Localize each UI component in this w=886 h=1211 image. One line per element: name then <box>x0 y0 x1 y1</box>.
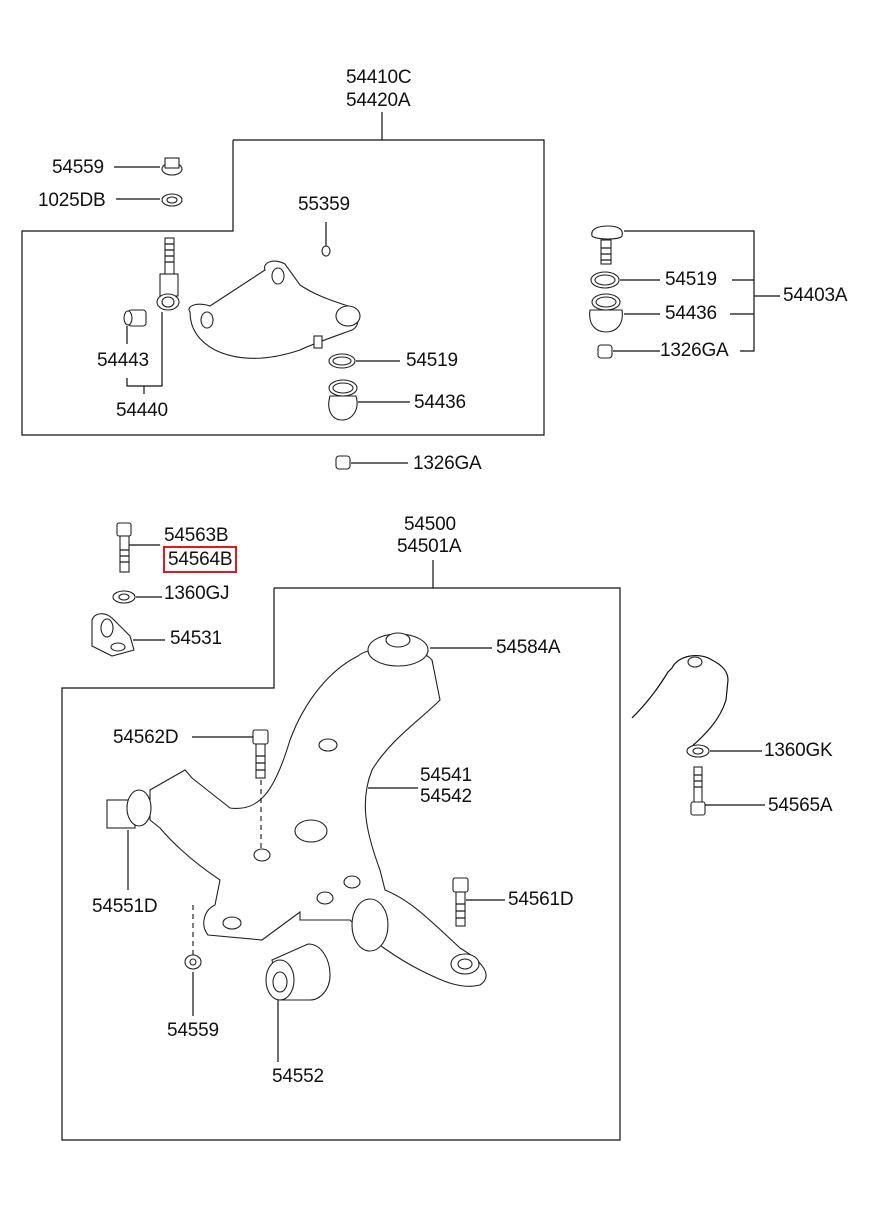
top-bolt-label-a[interactable]: 54563B <box>164 525 229 546</box>
grease-nipple-label[interactable]: 55359 <box>298 194 350 215</box>
knuckle-washer-label[interactable]: 1360GK <box>764 740 833 761</box>
upper-boot-icon <box>328 379 410 421</box>
lower-arm-frame <box>61 560 621 1141</box>
arm-label-2[interactable]: 54542 <box>420 786 472 807</box>
upper-arm-frame <box>21 112 545 436</box>
grease-nipple-icon <box>321 222 331 257</box>
ball-joint-kit-label[interactable]: 54403A <box>783 285 848 306</box>
ball-joint-kit-group <box>589 225 780 359</box>
upper-arm-assembly-label-2[interactable]: 54420A <box>346 90 411 111</box>
front-bushing-label[interactable]: 54551D <box>92 896 158 917</box>
lower-nut-label[interactable]: 54559 <box>167 1020 219 1041</box>
rear-bushing-icon <box>265 943 331 1062</box>
upper-ring-label[interactable]: 54519 <box>406 350 458 371</box>
lower-nut-icon <box>184 905 202 1016</box>
upper-washer-icon <box>116 193 183 207</box>
kit-nut-label[interactable]: 1326GA <box>660 340 729 361</box>
lower-washer-label[interactable]: 1360GJ <box>164 583 230 604</box>
upper-nut-label[interactable]: 54559 <box>52 157 104 178</box>
bushing-icon <box>123 309 147 344</box>
bushing-assy-label[interactable]: 54440 <box>116 400 168 421</box>
lower-arm-assembly-label-1[interactable]: 54500 <box>404 514 456 535</box>
bushing-label[interactable]: 54443 <box>97 350 149 371</box>
upper-boot-label[interactable]: 54436 <box>414 392 466 413</box>
upper-washer-label[interactable]: 1025DB <box>38 190 106 211</box>
arm-label-1[interactable]: 54541 <box>420 765 472 786</box>
stud-bolt-icon <box>156 237 180 311</box>
knuckle-detail-icon <box>631 654 765 816</box>
bracket-icon <box>91 613 165 657</box>
lower-control-arm-icon <box>106 632 487 987</box>
lower-arm-assembly-label-2[interactable]: 54501A <box>397 536 462 557</box>
front-bolt-label[interactable]: 54562D <box>113 727 179 748</box>
kit-boot-label[interactable]: 54436 <box>665 303 717 324</box>
rear-bushing-label[interactable]: 54552 <box>272 1066 324 1087</box>
upper-nut-bottom-label[interactable]: 1326GA <box>413 453 482 474</box>
rear-bolt-icon <box>452 877 505 927</box>
upper-control-arm-icon <box>188 260 361 359</box>
knuckle-bolt-label[interactable]: 54565A <box>768 795 833 816</box>
top-bolt-label-b-highlighted[interactable]: 54564B <box>162 546 238 573</box>
lower-washer-icon <box>112 590 162 604</box>
rear-bolt-label[interactable]: 54561D <box>508 889 574 910</box>
bracket-label[interactable]: 54531 <box>170 628 222 649</box>
kit-ring-label[interactable]: 54519 <box>665 269 717 290</box>
top-bolt-icon <box>116 522 160 573</box>
upper-arm-assembly-label-1[interactable]: 54410C <box>346 67 412 88</box>
upper-nut-icon <box>114 157 183 176</box>
upper-nut-bottom-icon <box>335 455 408 470</box>
ball-joint-label[interactable]: 54584A <box>496 637 561 658</box>
upper-ring-icon <box>328 353 400 369</box>
front-bolt-icon <box>192 729 269 850</box>
